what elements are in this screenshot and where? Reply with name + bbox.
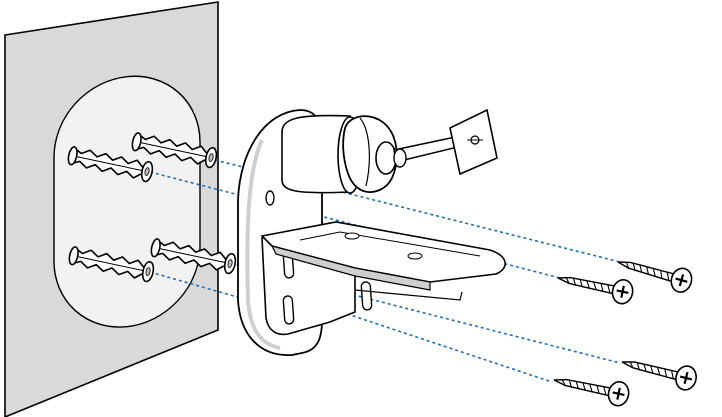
- wood-screw-3: [617, 349, 700, 394]
- bracket-slot-right: [360, 281, 373, 311]
- square-nut-plate: [449, 108, 498, 176]
- wood-screw-4: [550, 367, 632, 409]
- wall-plate: [4, 1, 219, 417]
- bracket-slot-bottom: [282, 295, 295, 325]
- wall-recess: [53, 75, 201, 328]
- plate-hole-upper: [265, 190, 275, 206]
- mounting-bracket: [237, 109, 506, 356]
- threaded-spindle: [393, 135, 463, 168]
- adjustment-knob: [342, 115, 398, 193]
- wood-screw-2: [554, 265, 636, 307]
